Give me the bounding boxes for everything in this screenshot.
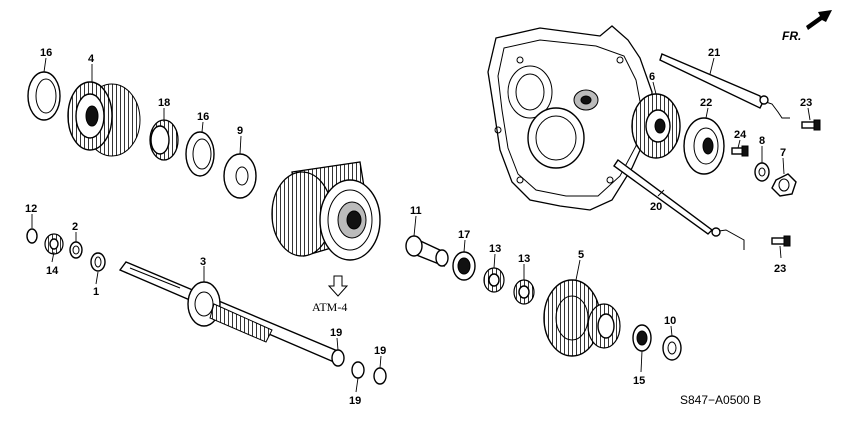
callout-12: 12 bbox=[25, 203, 37, 215]
needle-bearing-13-a bbox=[483, 267, 505, 293]
callout-24: 24 bbox=[734, 129, 747, 141]
nut-7 bbox=[771, 173, 797, 197]
thrust-washer-16-right bbox=[185, 131, 215, 177]
callout-23-top: 23 bbox=[800, 97, 812, 109]
clutch-assembly bbox=[271, 161, 381, 261]
parking-gear-22 bbox=[683, 117, 725, 175]
callout-7: 7 bbox=[780, 147, 786, 159]
callout-14: 14 bbox=[46, 265, 59, 277]
bolt-23-top bbox=[801, 119, 821, 131]
callout-19-b: 19 bbox=[349, 395, 361, 407]
callout-9: 9 bbox=[237, 125, 243, 137]
callout-1: 1 bbox=[93, 286, 99, 298]
thrust-washer-16-left bbox=[27, 71, 61, 121]
callout-labels: 16 4 18 16 9 12 2 14 1 3 19 19 19 11 17 … bbox=[25, 47, 812, 407]
callout-23-bottom: 23 bbox=[774, 263, 786, 275]
gear-6 bbox=[631, 93, 681, 159]
bolt-24 bbox=[731, 145, 749, 157]
washer-2 bbox=[69, 241, 83, 259]
gear-5 bbox=[543, 279, 621, 357]
bolt-23-bottom bbox=[771, 235, 791, 247]
callout-11: 11 bbox=[410, 205, 422, 217]
callout-6: 6 bbox=[649, 71, 655, 83]
reference-label: ATM-4 bbox=[312, 300, 347, 314]
callout-5: 5 bbox=[578, 249, 584, 261]
callout-19-a: 19 bbox=[330, 327, 342, 339]
front-arrow-icon bbox=[806, 10, 832, 30]
callout-8: 8 bbox=[759, 135, 765, 147]
callout-20: 20 bbox=[650, 201, 662, 213]
washer-17 bbox=[452, 251, 476, 281]
collar-11 bbox=[405, 235, 449, 268]
reference-arrow-icon bbox=[327, 275, 349, 297]
washer-1 bbox=[90, 252, 106, 272]
bearing-14 bbox=[44, 233, 64, 255]
callout-16-right: 16 bbox=[197, 111, 209, 123]
snap-ring-19-a bbox=[331, 349, 345, 367]
mainshaft-3 bbox=[118, 261, 342, 363]
washer-9 bbox=[223, 153, 257, 199]
snap-ring-12 bbox=[26, 228, 38, 244]
transmission-housing bbox=[487, 25, 653, 211]
needle-bearing-18 bbox=[149, 119, 179, 161]
callout-17: 17 bbox=[458, 229, 470, 241]
callout-13-b: 13 bbox=[518, 253, 530, 265]
callout-2: 2 bbox=[72, 221, 78, 233]
callout-4: 4 bbox=[88, 53, 95, 65]
washer-15 bbox=[632, 324, 652, 352]
callout-3: 3 bbox=[200, 256, 206, 268]
diagram-code: S847−A0500 B bbox=[680, 393, 761, 407]
callout-21: 21 bbox=[708, 47, 720, 59]
washer-10 bbox=[662, 335, 682, 361]
needle-bearing-13-b bbox=[513, 279, 535, 305]
gear-4 bbox=[67, 81, 141, 157]
orientation-label: FR. bbox=[782, 29, 801, 43]
leader-lines bbox=[31, 57, 811, 393]
callout-16-left: 16 bbox=[40, 47, 52, 59]
pipe-21 bbox=[659, 53, 790, 119]
callout-22: 22 bbox=[700, 97, 712, 109]
callout-18: 18 bbox=[158, 97, 170, 109]
snap-ring-19-b bbox=[351, 361, 365, 379]
callout-15: 15 bbox=[633, 375, 645, 387]
washer-8 bbox=[754, 162, 770, 182]
pipe-20 bbox=[613, 158, 745, 250]
callout-13-a: 13 bbox=[489, 243, 501, 255]
callout-10: 10 bbox=[664, 315, 676, 327]
snap-ring-19-c bbox=[373, 367, 387, 385]
callout-19-c: 19 bbox=[374, 345, 386, 357]
